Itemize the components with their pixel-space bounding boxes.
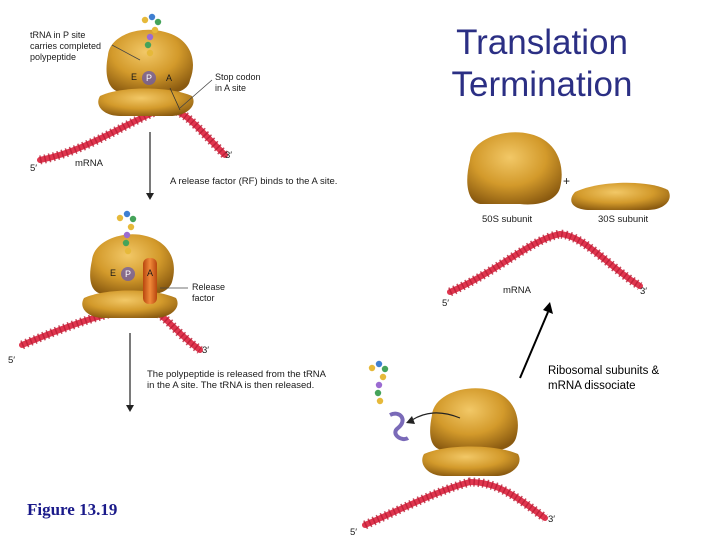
three-prime-4: 3′ bbox=[640, 286, 647, 297]
dissociate-arrow bbox=[520, 312, 548, 378]
stop-codon-label: Stop codon in A site bbox=[215, 72, 261, 94]
five-prime-4: 5′ bbox=[442, 298, 449, 309]
ribosome-50s bbox=[467, 132, 561, 204]
mrna-strand-3 bbox=[365, 482, 545, 525]
site-e-2: E bbox=[110, 268, 116, 279]
site-p-2: P bbox=[125, 269, 131, 280]
subunit-30s-label: 30S subunit bbox=[598, 214, 648, 225]
ribosome-30s bbox=[571, 183, 670, 210]
panel-4 bbox=[450, 132, 670, 378]
stop-codon-line-1: Stop codon bbox=[215, 72, 261, 83]
five-prime-3: 5′ bbox=[350, 527, 357, 538]
mrna-label-1: mRNA bbox=[75, 158, 103, 169]
stop-codon-line-2: in A site bbox=[215, 83, 261, 94]
ribosome-small-2 bbox=[82, 291, 177, 319]
three-prime-3: 3′ bbox=[548, 514, 555, 525]
dissociate-note-line-1: Ribosomal subunits & bbox=[548, 364, 659, 379]
panel-3 bbox=[365, 361, 545, 525]
released-trna bbox=[390, 414, 408, 439]
released-polypeptide bbox=[369, 361, 388, 404]
subunit-50s-label: 50S subunit bbox=[482, 214, 532, 225]
site-a-2: A bbox=[147, 268, 153, 279]
release-factor-line-1: Release bbox=[192, 282, 225, 293]
step2-caption-line-1: The polypeptide is released from the tRN… bbox=[147, 369, 326, 380]
dissociate-note: Ribosomal subunits & mRNA dissociate bbox=[548, 364, 659, 394]
step2-caption: The polypeptide is released from the tRN… bbox=[147, 369, 326, 391]
release-factor-label: Release factor bbox=[192, 282, 225, 304]
five-prime-1: 5′ bbox=[30, 163, 37, 174]
step2-caption-line-2: in the A site. The tRNA is then released… bbox=[147, 380, 326, 391]
plus-sign: + bbox=[563, 176, 570, 187]
site-p-1: P bbox=[146, 73, 152, 84]
mrna-codons-4 bbox=[450, 234, 640, 292]
release-factor-line-2: factor bbox=[192, 293, 225, 304]
trna-p-site-line-1: tRNA in P site bbox=[30, 30, 101, 41]
three-prime-2: 3′ bbox=[202, 345, 209, 356]
figure-label: Figure 13.19 bbox=[27, 500, 117, 520]
trna-p-site-line-2: carries completed bbox=[30, 41, 101, 52]
trna-p-site-line-3: polypeptide bbox=[30, 52, 101, 63]
site-a-1: A bbox=[166, 73, 172, 84]
release-factor-shape bbox=[143, 258, 157, 304]
ribosome-small-1 bbox=[98, 89, 193, 117]
site-e-1: E bbox=[131, 72, 137, 83]
ribosome-large-3 bbox=[430, 388, 518, 450]
trna-p-site-label: tRNA in P site carries completed polypep… bbox=[30, 30, 101, 63]
five-prime-2: 5′ bbox=[8, 355, 15, 366]
dissociate-note-line-2: mRNA dissociate bbox=[548, 379, 659, 394]
three-prime-1: 3′ bbox=[225, 150, 232, 161]
mrna-label-4: mRNA bbox=[503, 285, 531, 296]
ribosome-small-3 bbox=[422, 447, 519, 477]
step1-caption: A release factor (RF) binds to the A sit… bbox=[170, 176, 337, 187]
ribosome-large-2 bbox=[90, 234, 174, 294]
